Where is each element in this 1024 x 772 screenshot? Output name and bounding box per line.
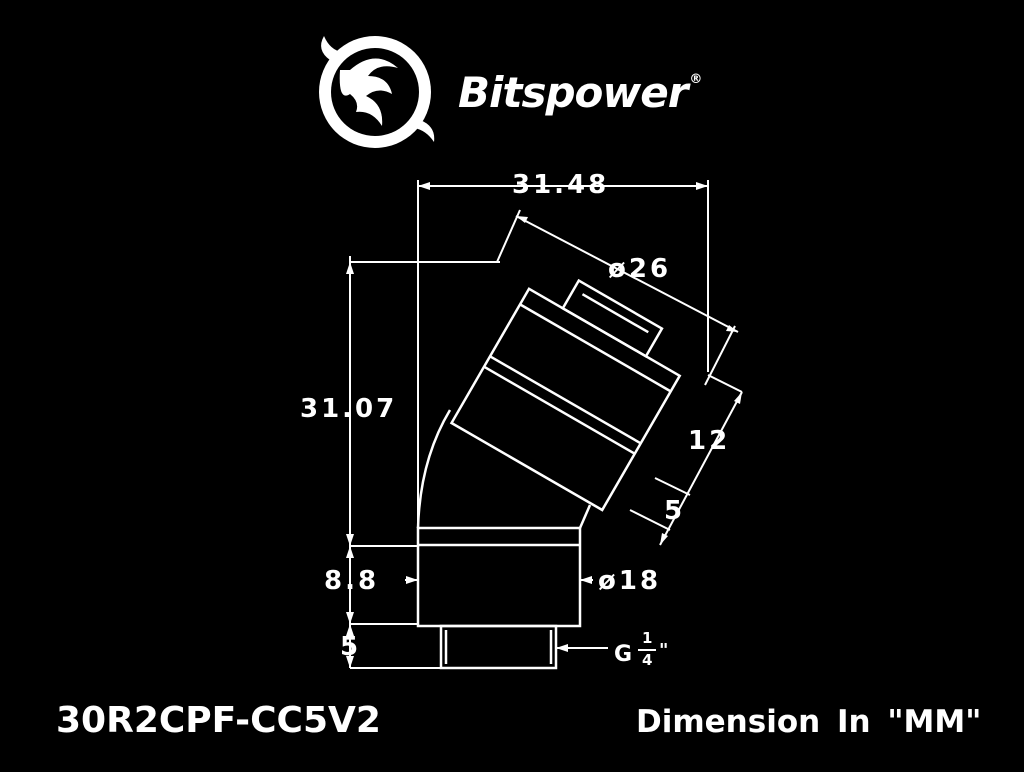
dimension-top-diameter: ø26 [608,254,672,284]
units-note: Dimension In "MM" [636,704,982,740]
thread-fraction-bar [638,649,656,651]
brand-name: Bitspower® [458,68,702,117]
dimension-thread-height: 5 [340,632,362,662]
thread-numerator: 1 [642,629,653,647]
dimension-base-diameter: ø18 [598,566,662,596]
dimension-top-cap-length: 12 [688,426,731,456]
thread-prefix: G [614,642,633,667]
fitting-outline [416,278,682,670]
brand-text: Bitspower [458,68,688,117]
registered-mark: ® [689,72,702,87]
thread-denominator: 4 [642,651,653,669]
dimension-arrows [346,182,742,668]
dimension-top-cap-segment: 5 [664,496,686,526]
thread-suffix: " [659,640,669,661]
dimension-overall-width: 31.48 [512,170,610,200]
dimension-base-height: 8.8 [324,566,380,596]
dimension-lines [349,180,743,669]
model-number: 30R2CPF-CC5V2 [56,700,381,741]
dragon-emblem-icon [319,36,435,148]
dimension-overall-height: 31.07 [300,394,398,424]
